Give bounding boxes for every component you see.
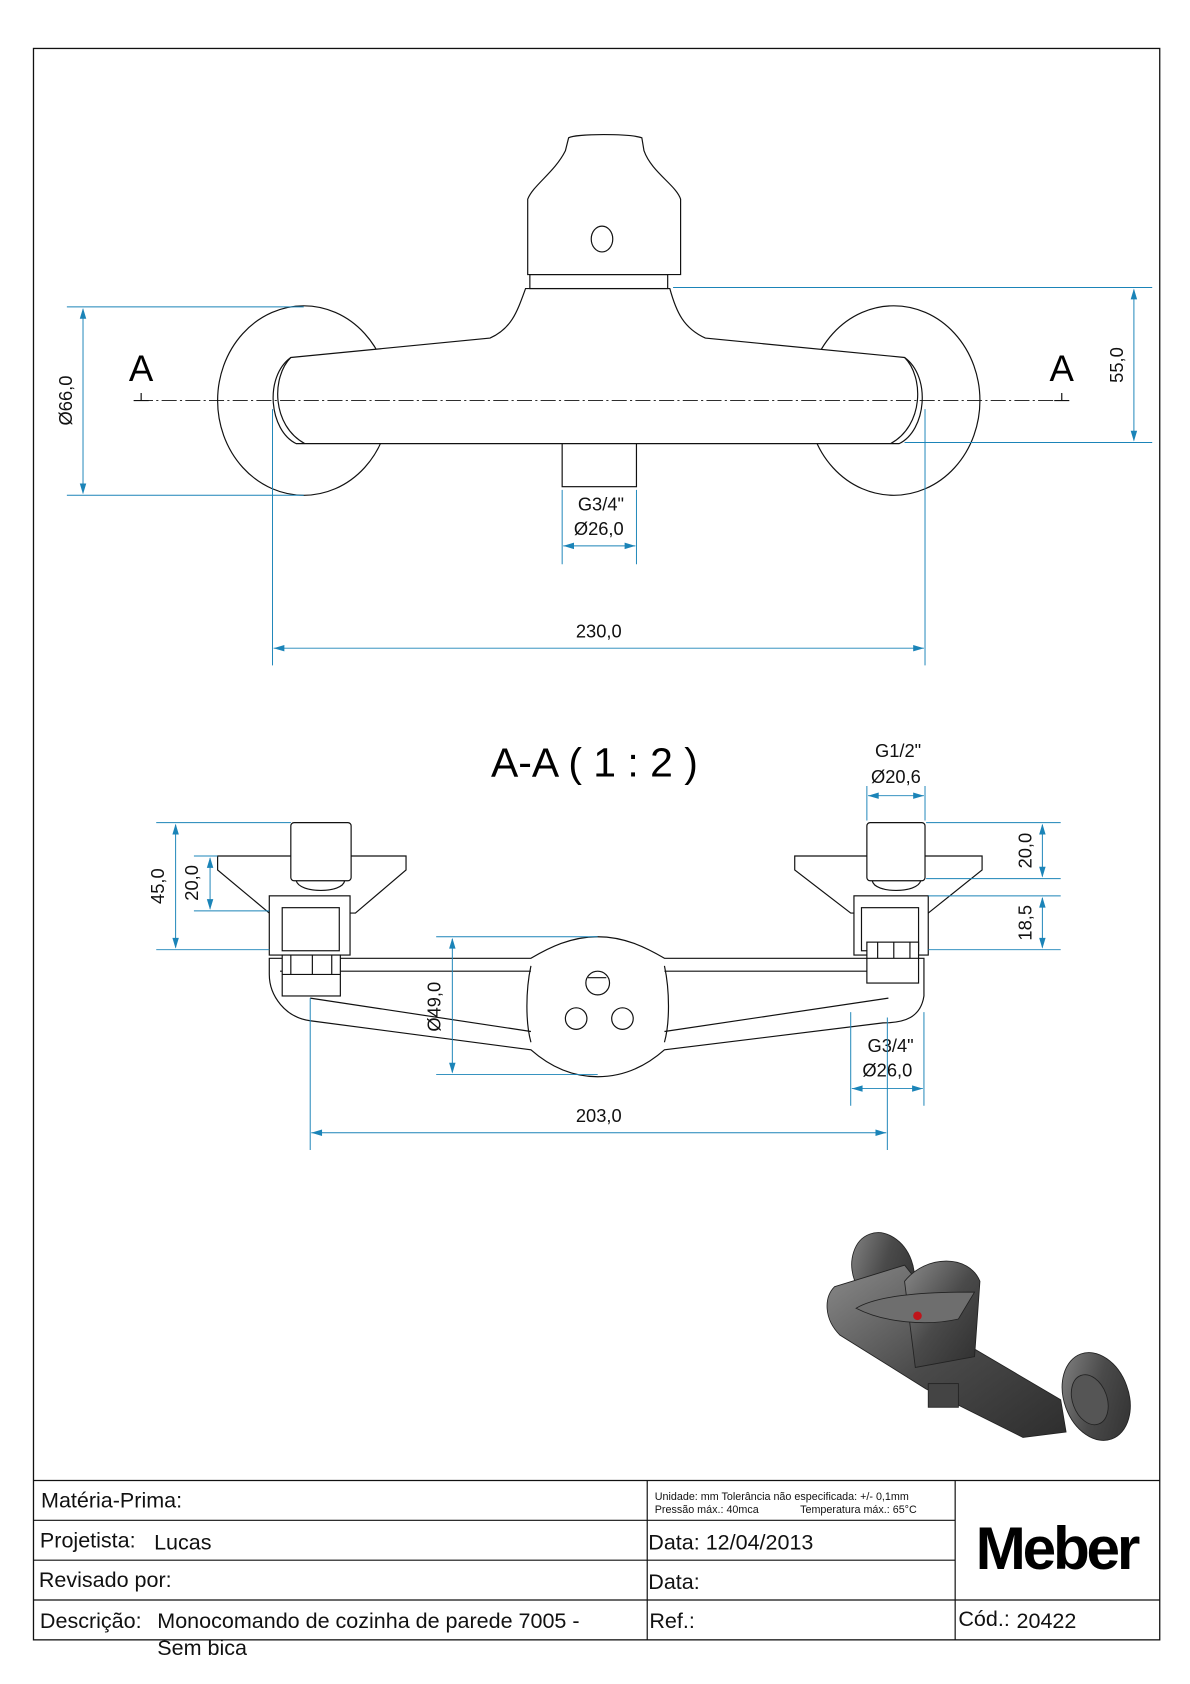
dim-left-total-text: 45,0 (147, 868, 168, 904)
left-housing (268, 895, 351, 956)
body-hole-left (564, 1007, 588, 1030)
handle-indicator (590, 225, 614, 253)
notes-line1: Unidade: mm Tolerância não especificada:… (655, 1491, 909, 1503)
description-label: Descrição: (40, 1609, 142, 1633)
right-neck (871, 880, 922, 891)
left-wing (217, 855, 407, 914)
body-cap-right (890, 357, 919, 445)
section-view: A-A ( 1 : 2 ) G1/2" Ø20,6 (147, 739, 1061, 1150)
dim-outlet-lines (850, 1012, 925, 1150)
section-mark-left (133, 393, 149, 402)
right-fitting (866, 941, 920, 984)
dim-arrows (206, 857, 214, 910)
left-neck (295, 880, 346, 891)
dim-body-text: Ø49,0 (423, 982, 444, 1032)
mixer-body (272, 287, 923, 445)
dim-width-lines (272, 409, 926, 666)
dim-height-text: 55,0 (1106, 347, 1127, 383)
body-hole-top (585, 970, 611, 996)
designer-value: Lucas (154, 1530, 211, 1554)
reviewed-label: Revisado por: (39, 1568, 172, 1592)
review-date-label: Data: (648, 1570, 699, 1594)
outlet-thread-text: G3/4" (578, 493, 624, 514)
dim-height-lines (673, 287, 1153, 444)
dim-left-upper-text: 20,0 (181, 865, 202, 901)
section-inner-lines (280, 965, 916, 1043)
left-inner (281, 907, 340, 952)
isometric-render (826, 1232, 1131, 1441)
outlet-thread-text: G3/4" (867, 1035, 913, 1056)
meber-logo: Meber (976, 1514, 1140, 1582)
description-line1: Monocomando de cozinha de parede 7005 - (157, 1609, 579, 1633)
notes-pressure: Pressão máx.: 40mca (655, 1504, 759, 1516)
top-view: A A Ø66,0 55,0 G3/4" Ø26,0 230,0 (55, 134, 1153, 666)
outlet-diameter-text: Ø26,0 (574, 518, 624, 539)
section-title: A-A ( 1 : 2 ) (491, 739, 698, 785)
left-fitting (281, 954, 341, 997)
ref-label: Ref.: (649, 1609, 694, 1633)
right-fitting-lines (866, 942, 919, 959)
dim-centers-text: 203,0 (576, 1105, 622, 1126)
dim-right-lower-text: 18,5 (1015, 905, 1036, 941)
dim-right-upper-text: 20,0 (1015, 833, 1036, 869)
dim-centers-lines (309, 998, 887, 1150)
dim-flange-text: Ø66,0 (55, 376, 76, 426)
handle-collar (529, 273, 669, 290)
dim-inlet-lines (866, 786, 926, 821)
left-fitting-lines (282, 955, 341, 976)
designer-label: Projetista: (40, 1528, 136, 1552)
title-block-grid (33, 1479, 1160, 1640)
body-hole-right (611, 1007, 634, 1030)
left-cap (290, 822, 352, 882)
dim-left-total-lines (156, 822, 291, 951)
dim-body-lines (436, 936, 598, 1076)
lever-handle (527, 134, 682, 276)
code-label: Cód.: (958, 1607, 1009, 1631)
right-cartridge (794, 822, 983, 984)
drawing-border (32, 47, 1161, 1641)
notes-temperature: Temperatura máx.: 65°C (800, 1504, 917, 1516)
section-mark-right (1054, 393, 1070, 402)
left-cartridge (217, 822, 407, 997)
material-label: Matéria-Prima: (41, 1488, 182, 1512)
dim-right-lines (926, 822, 1061, 951)
title-block: Matéria-Prima: Projetista: Lucas Revisad… (33, 1479, 1160, 1660)
date-label: Data: 12/04/2013 (648, 1530, 813, 1554)
dim-flange-lines (66, 306, 304, 496)
body-cap-left (277, 357, 306, 445)
section-label-left: A (129, 348, 154, 389)
section-label-right: A (1050, 348, 1075, 389)
dim-outlet-lines (561, 489, 637, 565)
inlet-thread-text: G1/2" (875, 740, 921, 761)
inlet-diameter-text: Ø20,6 (871, 766, 921, 787)
code-value: 20422 (1017, 1609, 1077, 1633)
description-line2: Sem bica (157, 1636, 247, 1660)
dim-width-text: 230,0 (576, 620, 622, 641)
right-cap (866, 822, 926, 882)
